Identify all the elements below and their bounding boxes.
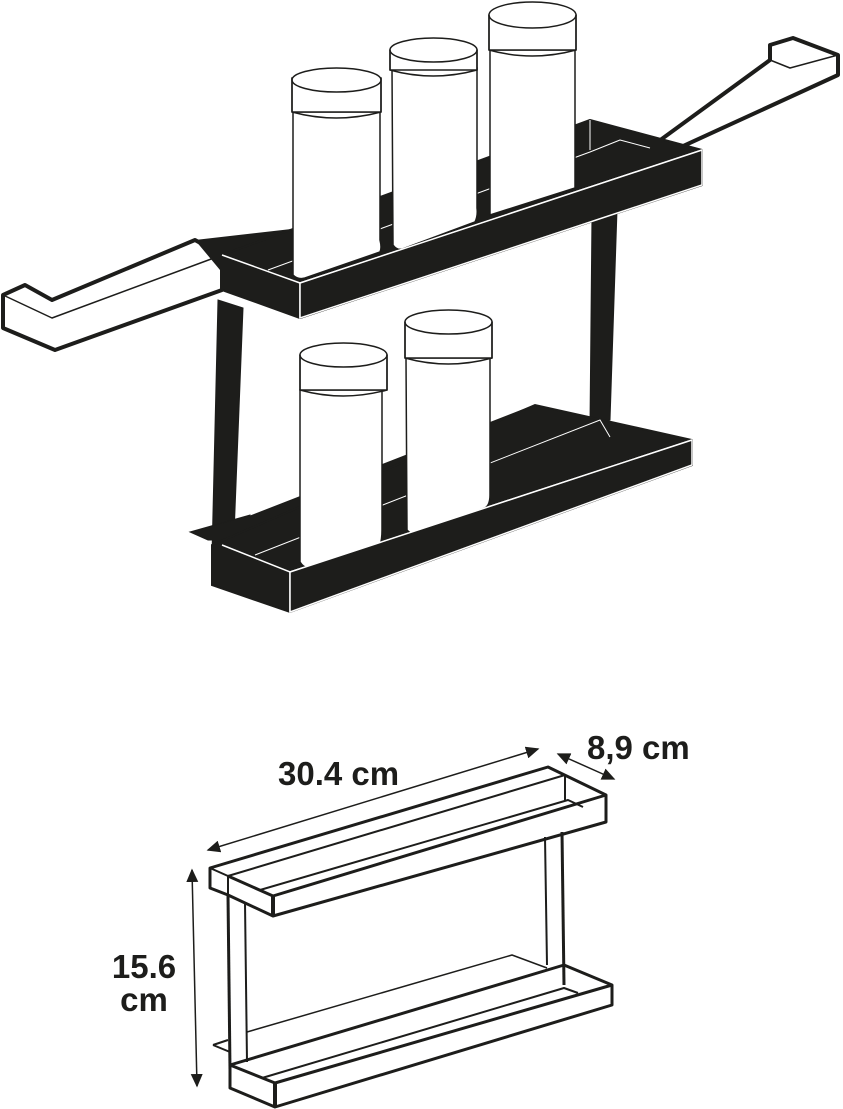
top-shelf [208,765,608,918]
jar-upper-2 [389,37,478,251]
jar-lower-2 [404,309,493,535]
depth-dimension-label: 8,9 cm [587,729,690,766]
bottom-shelf [228,963,614,1109]
upright-left [226,894,232,1071]
jar-upper-1 [291,67,382,280]
jar-upper-3 [488,1,577,217]
height-unit: cm [120,981,168,1018]
height-dimension-label: 15.6 cm [104,950,184,1016]
lower-jars [299,309,493,569]
rack-with-jars-illustration [1,1,840,614]
upright-right [544,836,548,966]
height-arrow [186,868,203,1088]
jar-lower-1 [299,342,388,569]
width-dimension-label: 30.4 cm [278,755,400,792]
upper-jars [291,1,577,280]
rack-upright-right [589,209,618,426]
height-value: 15.6 [111,948,177,985]
